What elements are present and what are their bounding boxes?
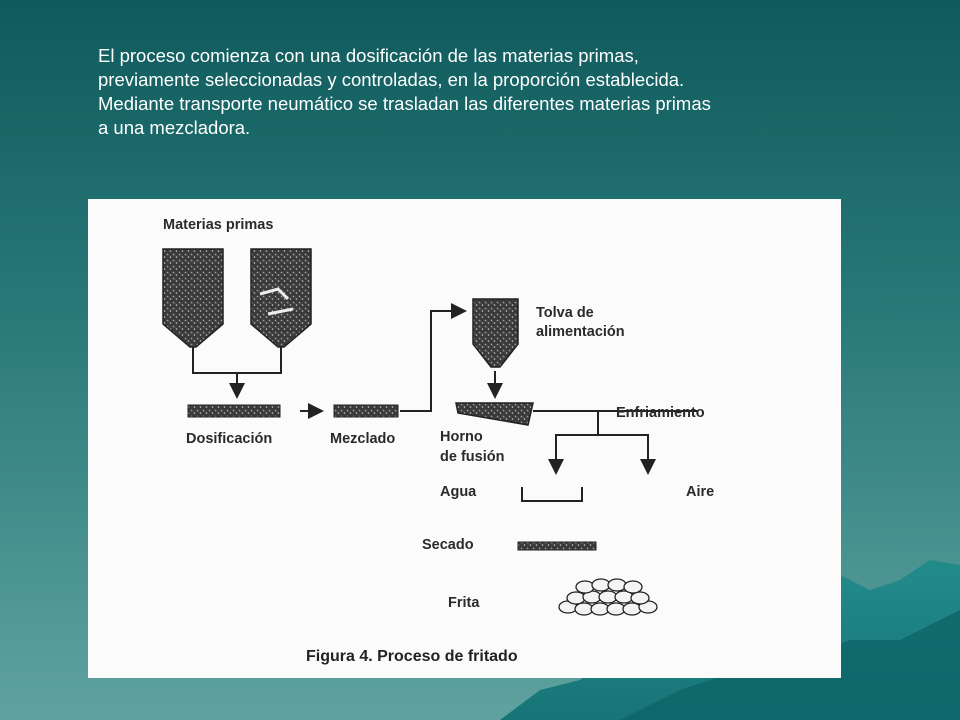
frit-pile bbox=[558, 578, 658, 616]
label-hopper-1: Tolva de bbox=[536, 305, 594, 321]
drying-belt bbox=[517, 541, 597, 551]
intro-line-4: a una mezcladora. bbox=[98, 117, 251, 138]
silo-right bbox=[250, 248, 312, 348]
label-cooling: Enfriamiento bbox=[616, 405, 705, 421]
label-hopper-2: alimentación bbox=[536, 324, 625, 340]
water-tray bbox=[521, 487, 583, 502]
label-furnace-2: de fusión bbox=[440, 449, 504, 465]
label-water: Agua bbox=[440, 484, 477, 500]
intro-line-2: previamente seleccionadas y controladas,… bbox=[98, 69, 685, 90]
silo-collector-line bbox=[192, 347, 282, 374]
arrow-to-hopper bbox=[400, 303, 467, 412]
figure-caption: Figura 4. Proceso de fritado bbox=[306, 648, 518, 665]
label-raw-materials: Materias primas bbox=[163, 217, 273, 233]
intro-paragraph: El proceso comienza con una dosificación… bbox=[98, 44, 898, 140]
label-air: Aire bbox=[686, 484, 714, 500]
process-figure: Materias primas Dosificación Mezclado To… bbox=[88, 199, 841, 678]
hopper bbox=[472, 298, 519, 368]
furnace bbox=[455, 402, 534, 426]
label-dosing: Dosificación bbox=[186, 431, 272, 447]
cooling-split-line bbox=[555, 434, 649, 457]
label-frit: Frita bbox=[448, 595, 480, 611]
intro-line-3: Mediante transporte neumático se traslad… bbox=[98, 93, 711, 114]
process-diagram: Materias primas Dosificación Mezclado To… bbox=[162, 217, 714, 665]
mixer bbox=[333, 404, 399, 418]
label-furnace-1: Horno bbox=[440, 429, 483, 445]
label-mixing: Mezclado bbox=[330, 431, 395, 447]
dosing-belt bbox=[187, 404, 281, 418]
label-drying: Secado bbox=[422, 537, 474, 553]
silo-left bbox=[162, 248, 224, 348]
intro-line-1: El proceso comienza con una dosificación… bbox=[98, 45, 639, 66]
